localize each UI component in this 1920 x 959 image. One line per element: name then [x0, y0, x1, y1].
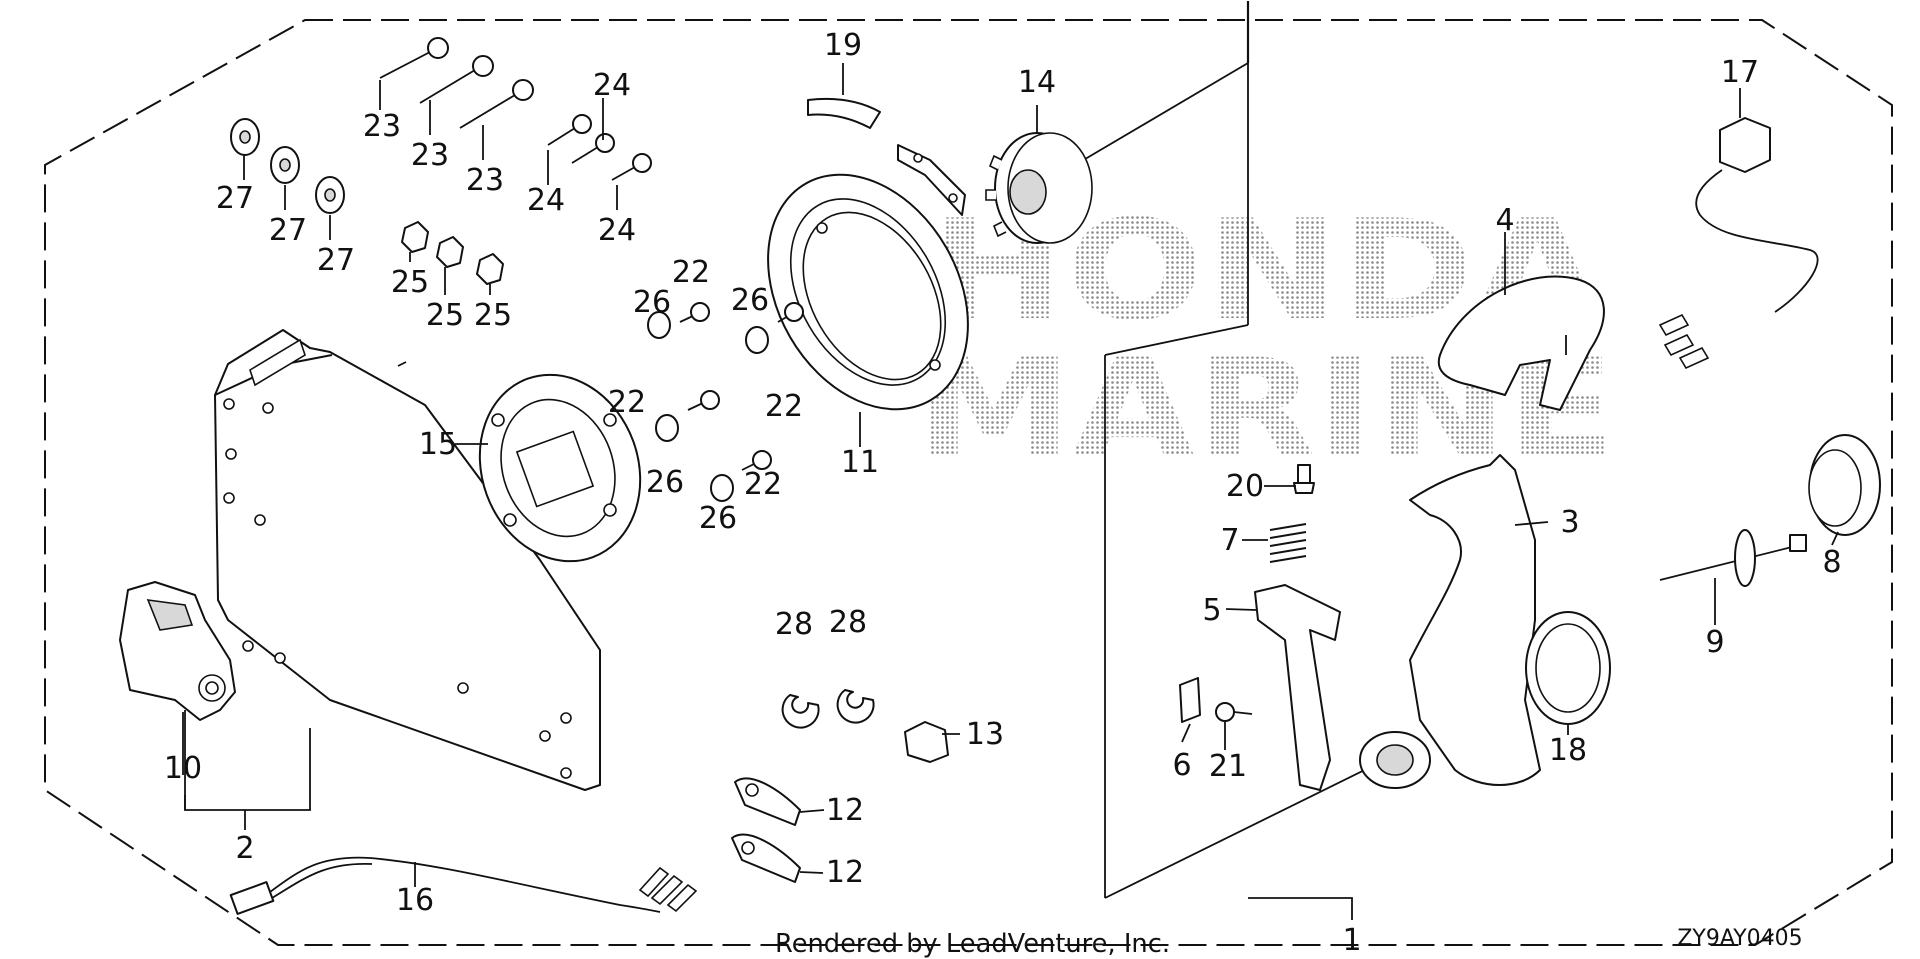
diagram-code: ZY9AY0405 — [1677, 926, 1802, 951]
callout-27b: 27 — [269, 213, 307, 248]
callout-2: 2 — [235, 831, 254, 866]
callout-28a: 28 — [775, 607, 813, 642]
callout-25c: 25 — [474, 298, 512, 333]
callout-labels: 1 2 3 4 5 6 7 8 9 10 11 12 12 13 14 15 1… — [164, 28, 1842, 958]
callout-12b: 12 — [826, 855, 864, 890]
callout-26d: 26 — [699, 501, 737, 536]
lever-part-3 — [1359, 454, 1541, 789]
callout-22b: 22 — [765, 389, 803, 424]
callout-11: 11 — [841, 445, 879, 480]
ring-part-11 — [767, 173, 969, 411]
callout-20: 20 — [1226, 469, 1264, 504]
screw-part-21 — [1215, 702, 1253, 722]
callout-22c: 22 — [608, 385, 646, 420]
callout-6: 6 — [1172, 748, 1191, 783]
rendered-by-credit: Rendered by LeadVenture, Inc. — [775, 929, 1170, 959]
callout-24b: 24 — [527, 183, 565, 218]
callout-1: 1 — [1342, 923, 1361, 958]
cover-part-4 — [1437, 275, 1605, 411]
callout-27a: 27 — [216, 181, 254, 216]
o-ring-part-18 — [1525, 611, 1611, 725]
callout-28b: 28 — [829, 605, 867, 640]
callout-25a: 25 — [391, 265, 429, 300]
block-part-13 — [904, 721, 949, 763]
callout-26a: 26 — [633, 285, 671, 320]
clip-near-part-14 — [897, 144, 966, 216]
callout-27c: 27 — [317, 243, 355, 278]
callout-26c: 26 — [646, 465, 684, 500]
bolts-part-22 — [679, 302, 804, 471]
screws-part-24 — [547, 114, 652, 181]
callout-8: 8 — [1822, 545, 1841, 580]
links-part-12 — [731, 777, 801, 883]
callout-17: 17 — [1721, 55, 1759, 90]
callout-22d: 22 — [744, 467, 782, 502]
honda-marine-watermark: HONDA MARINE — [915, 190, 1615, 487]
callout-22a: 22 — [672, 255, 710, 290]
callout-5: 5 — [1202, 593, 1221, 628]
callout-14: 14 — [1018, 65, 1056, 100]
assembly-outline — [44, 19, 1893, 946]
leader-lines — [182, 63, 1839, 920]
callout-9: 9 — [1705, 625, 1724, 660]
callout-12a: 12 — [826, 793, 864, 828]
plate-part-15 — [478, 373, 642, 563]
pin-part-20 — [1293, 464, 1315, 494]
callout-24a: 24 — [593, 68, 631, 103]
callout-10: 10 — [164, 751, 202, 786]
harness-part-16 — [229, 856, 698, 915]
cover-part-10 — [119, 581, 236, 721]
callout-13: 13 — [966, 717, 1004, 752]
callout-7: 7 — [1220, 523, 1239, 558]
spring-part-7 — [1269, 523, 1307, 563]
callout-23b: 23 — [411, 138, 449, 173]
callout-24c: 24 — [598, 213, 636, 248]
switch-part-17 — [1658, 117, 1819, 370]
callout-23c: 23 — [466, 163, 504, 198]
callout-21: 21 — [1209, 749, 1247, 784]
callout-16: 16 — [396, 883, 434, 918]
bush-part-8 — [1808, 434, 1881, 536]
callout-18: 18 — [1549, 733, 1587, 768]
shaft-part-9 — [1659, 529, 1807, 587]
control-box-housing-part-2 — [214, 329, 601, 791]
shim-part-19 — [807, 97, 881, 129]
screws-part-23 — [379, 37, 534, 129]
washers-part-26 — [647, 311, 769, 502]
block-part-6 — [1179, 677, 1201, 723]
callout-4: 4 — [1495, 203, 1514, 238]
washers-part-27 — [230, 118, 345, 214]
callout-19: 19 — [824, 28, 862, 63]
callout-23a: 23 — [363, 109, 401, 144]
callout-25b: 25 — [426, 298, 464, 333]
callout-15: 15 — [419, 427, 457, 462]
bracket-part-5 — [1254, 584, 1341, 791]
exploded-view-plane — [1074, 1, 1396, 899]
gear-part-14 — [985, 132, 1093, 244]
callout-26b: 26 — [731, 283, 769, 318]
nuts-part-25 — [401, 221, 504, 285]
callout-3: 3 — [1560, 505, 1579, 540]
clips-part-28 — [781, 689, 875, 729]
